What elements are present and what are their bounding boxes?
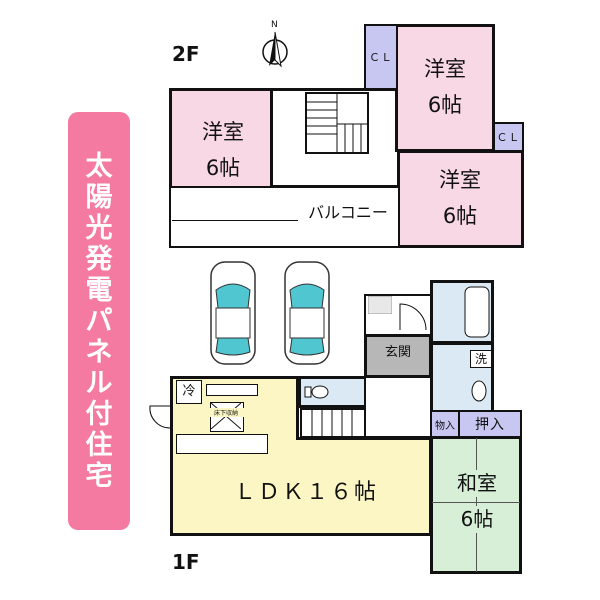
compass-north-label: N <box>271 20 278 30</box>
2f-room-se-name: 洋室 <box>439 168 481 192</box>
door-swing-icon <box>399 303 427 331</box>
floor-1f-label: 1F <box>172 550 200 574</box>
door-swing-icon <box>149 405 171 429</box>
2f-room-ne <box>395 24 495 152</box>
banner-char: 住 <box>85 429 113 461</box>
1f-monoire: 物入 <box>430 410 460 438</box>
2f-balcony-rail <box>172 220 398 221</box>
banner-char: ネ <box>85 336 113 368</box>
1f-underfloor-storage <box>210 402 244 432</box>
banner-char: 発 <box>85 243 113 275</box>
banner-char: 陽 <box>85 181 113 213</box>
1f-stairs <box>300 408 370 438</box>
1f-washitsu-tatami-v <box>476 438 477 572</box>
1f-ldk-notch-wall-h <box>296 437 432 440</box>
2f-room-west-size: 6帖 <box>205 156 241 180</box>
banner-char: ル <box>85 367 113 399</box>
2f-stairs <box>305 92 369 154</box>
1f-washitsu-name: 和室 <box>440 470 514 497</box>
banner-char: 付 <box>85 398 113 430</box>
storage-hatch-icon <box>368 296 392 314</box>
banner-char: パ <box>85 305 113 337</box>
sink-icon <box>471 380 487 402</box>
car-icon <box>210 261 256 365</box>
1f-hall <box>364 376 432 438</box>
1f-wash-label: 洗 <box>470 350 492 369</box>
2f-closet-east: ＣＬ <box>493 122 524 152</box>
compass: N <box>258 20 292 68</box>
banner-char: 電 <box>85 274 113 306</box>
1f-oshiire: 押入 <box>458 410 522 438</box>
2f-room-se-size: 6帖 <box>442 204 478 228</box>
bathtub-icon <box>464 286 490 338</box>
solar-panel-banner: 太 陽 光 発 電 パ ネ ル 付 住 宅 <box>68 112 130 530</box>
1f-underfloor-label: 床下収納 <box>206 408 246 417</box>
1f-refrigerator: 冷 <box>176 380 202 404</box>
banner-char: 太 <box>85 150 113 182</box>
2f-room-west-name: 洋室 <box>202 120 244 144</box>
1f-kitchen-top <box>206 384 258 396</box>
1f-genkan-label: 玄関 <box>384 345 411 360</box>
2f-room-ne-size: 6帖 <box>427 93 463 117</box>
2f-balcony-label: バルコニー <box>298 202 398 224</box>
1f-ldk-label: ＬＤＫ１６帖 <box>233 480 378 505</box>
toilet-icon <box>304 385 329 399</box>
car-icon <box>284 261 330 365</box>
1f-ldk-notch-wall-v <box>296 376 299 440</box>
1f-kitchen-counter <box>176 434 268 454</box>
1f-washitsu-size: 6帖 <box>440 506 514 533</box>
banner-char: 宅 <box>85 460 113 492</box>
2f-room-se <box>397 150 524 248</box>
2f-room-ne-name: 洋室 <box>424 57 466 81</box>
banner-char: 光 <box>85 212 113 244</box>
floor-2f-label: 2F <box>172 42 200 66</box>
north-arrow-icon <box>262 31 288 68</box>
1f-washitsu-tatami-h <box>432 502 520 503</box>
2f-closet-ne: ＣＬ <box>364 24 398 90</box>
